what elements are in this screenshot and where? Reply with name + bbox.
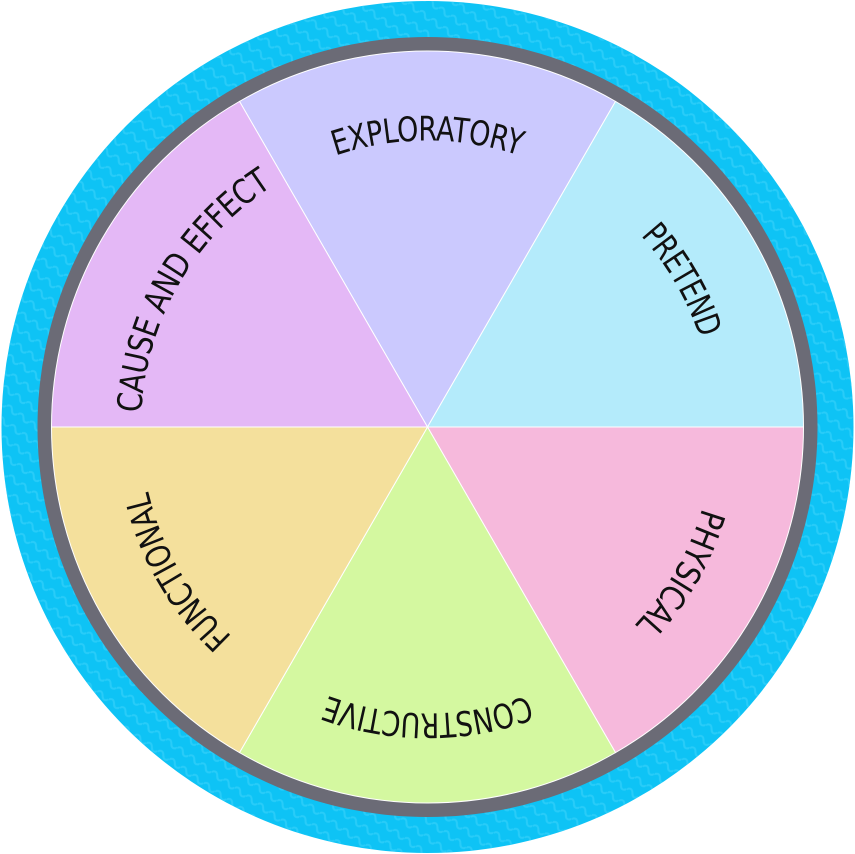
segment-cause-and-effect xyxy=(50,100,429,428)
segment-physical xyxy=(426,426,805,754)
segment-functional xyxy=(50,426,429,754)
segment-exploratory xyxy=(238,50,617,429)
segments xyxy=(50,50,805,804)
segment-pretend xyxy=(426,100,805,428)
segment-constructive xyxy=(238,425,617,804)
